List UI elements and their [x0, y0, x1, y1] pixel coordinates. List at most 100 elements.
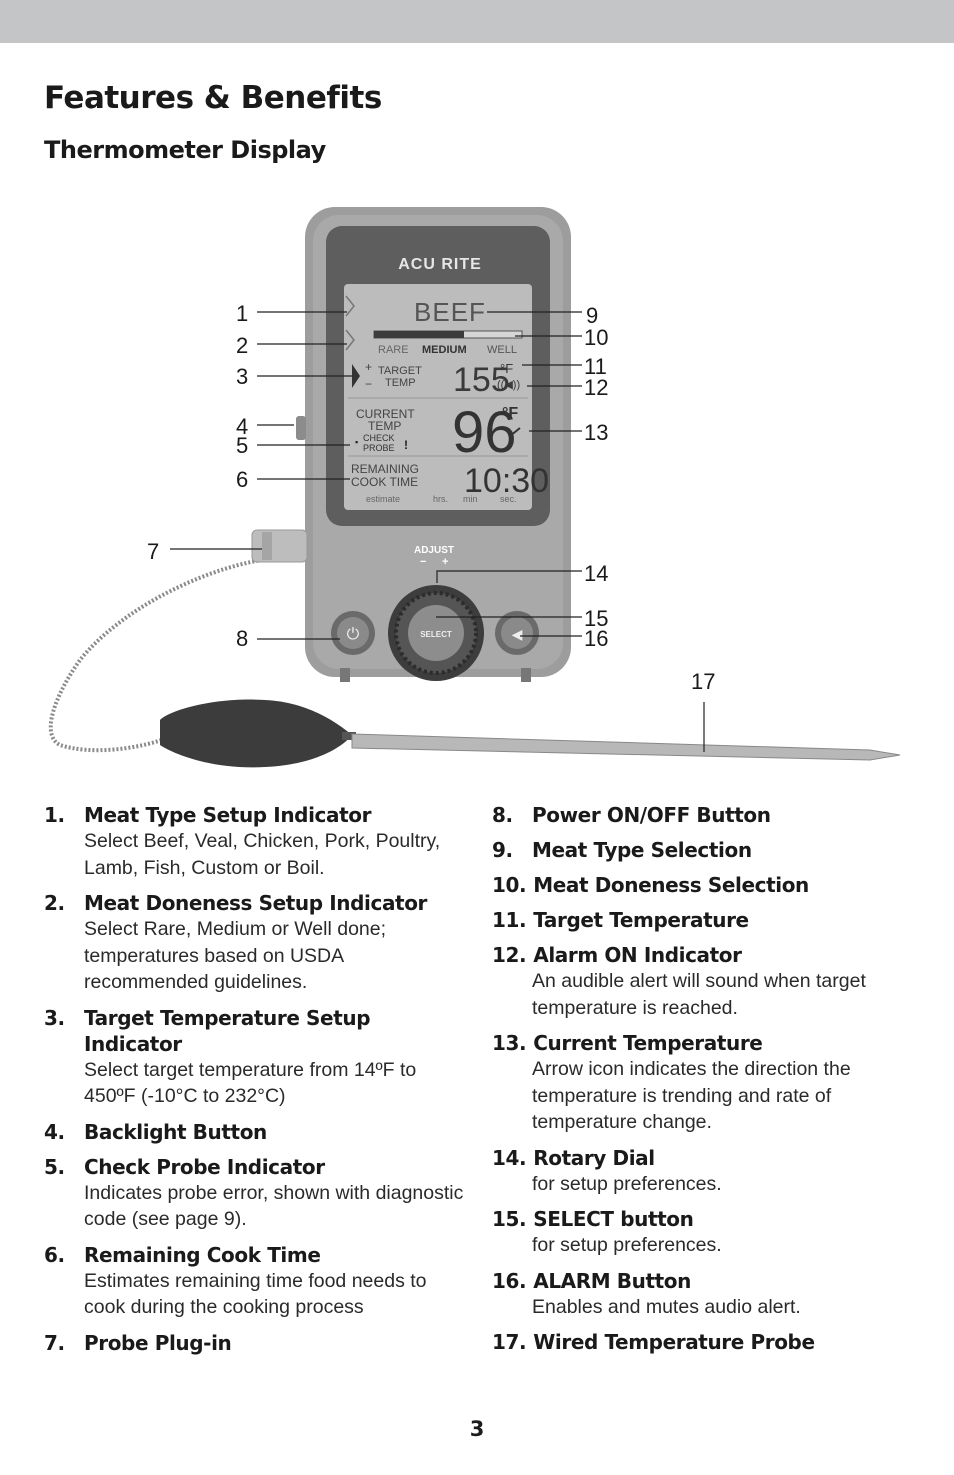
feature-title-text: Check Probe Indicator: [84, 1154, 325, 1179]
feature-title: 12.Alarm ON Indicator: [492, 942, 932, 968]
svg-text:−: −: [420, 556, 426, 568]
lcd-min: min: [463, 494, 478, 504]
lcd-target-label: TARGET: [378, 365, 422, 377]
feature-description: Estimates remaining time food needs to c…: [84, 1269, 427, 1319]
callout-12: 12: [584, 375, 608, 400]
feature-title: 17.Wired Temperature Probe: [492, 1329, 932, 1355]
callout-13: 13: [584, 420, 608, 445]
feature-item: 10.Meat Doneness Selection: [492, 872, 932, 898]
feature-description: for setup preferences.: [532, 1172, 722, 1195]
feature-title-text: Target Temperature Setup Indicator: [84, 1005, 371, 1056]
feature-number: 1.: [44, 803, 65, 827]
feature-title-text: Target Temperature: [533, 908, 749, 932]
lcd-target-unit: °F: [500, 361, 513, 376]
probe-handle: [160, 699, 352, 768]
svg-text:!: !: [404, 438, 408, 452]
feature-title: 8.Power ON/OFF Button: [492, 802, 932, 828]
feature-description: Arrow icon indicates the direction the t…: [532, 1058, 851, 1133]
feature-number: 10.: [492, 873, 527, 897]
lcd-screen: [344, 284, 532, 510]
probe-cable: [48, 558, 263, 753]
feature-number: 13.: [492, 1031, 527, 1055]
callout-9: 9: [586, 303, 598, 328]
svg-text:+: +: [365, 360, 372, 374]
feature-title: 13.Current Temperature: [492, 1030, 932, 1056]
section-title: Thermometer Display: [44, 136, 326, 164]
probe-plug: [251, 529, 308, 563]
feature-title-text: Meat Type Selection: [532, 838, 752, 862]
svg-text:+: +: [442, 556, 448, 568]
feature-title-text: ALARM Button: [533, 1268, 691, 1293]
feature-title: 1. Meat Type Setup Indicator: [44, 802, 464, 828]
feature-title: 6.Remaining Cook Time: [44, 1242, 464, 1268]
feature-number: 7.: [44, 1330, 65, 1355]
callout-2: 2: [236, 333, 248, 358]
feature-title: 7.Probe Plug-in: [44, 1330, 464, 1356]
lcd-target-label-2: TEMP: [385, 377, 416, 389]
feature-title-text: Meat Doneness Selection: [533, 873, 809, 897]
feature-item: 4. Backlight Button: [44, 1119, 464, 1145]
feature-number: 5.: [44, 1154, 65, 1179]
backlight-button: [296, 416, 306, 440]
feature-item: 9. Meat Type Selection: [492, 837, 932, 863]
feature-title-text: Power ON/OFF Button: [532, 803, 771, 827]
feature-description: Indicates probe error, shown with diagno…: [84, 1181, 464, 1231]
feature-number: 4.: [44, 1119, 65, 1144]
lcd-remaining-label-2: COOK TIME: [351, 475, 418, 489]
lcd-well: WELL: [487, 344, 517, 356]
power-icon: ⏻: [347, 626, 360, 643]
lcd-sec: sec.: [500, 494, 517, 504]
feature-number: 15.: [492, 1207, 527, 1231]
lcd-remaining-label: REMAINING: [351, 462, 419, 476]
feature-title-text: Meat Type Setup Indicator: [84, 803, 372, 827]
feature-number: 12.: [492, 943, 527, 967]
callout-14: 14: [584, 561, 608, 586]
callout-8: 8: [236, 626, 248, 651]
lcd-time: 10:30: [464, 462, 549, 500]
adjust-label: ADJUST: [414, 545, 454, 556]
feature-title: 5. Check Probe Indicator: [44, 1154, 464, 1180]
feature-title-text: SELECT button: [533, 1207, 694, 1231]
feature-title-text: Wired Temperature Probe: [533, 1330, 815, 1354]
feature-item: 7.Probe Plug-in: [44, 1330, 464, 1356]
feature-title: 15.SELECT button: [492, 1206, 932, 1232]
feature-title-text: Alarm ON Indicator: [533, 943, 742, 967]
feature-title-text: Backlight Button: [84, 1119, 267, 1144]
callout-6: 6: [236, 467, 248, 492]
lcd-medium: MEDIUM: [422, 344, 467, 356]
feature-description: Select Beef, Veal, Chicken, Pork, Poultr…: [84, 830, 441, 879]
feature-number: 16.: [492, 1268, 527, 1293]
thermometer-figure: ACU RITE BEEF RARE MEDIUM WELL + − TARGE…: [48, 207, 901, 768]
lcd-current-unit: °F: [502, 405, 518, 422]
probe-rod: [351, 733, 901, 761]
callout-15: 15: [584, 606, 608, 631]
lcd-target-temp: 155: [453, 361, 510, 399]
feature-title: 3.Target Temperature Setup Indicator: [44, 1005, 464, 1057]
feature-number: 2.: [44, 891, 65, 915]
lcd-current-label-2: TEMP: [368, 419, 401, 433]
select-label: SELECT: [420, 630, 452, 639]
feature-number: 9.: [492, 838, 513, 862]
doneness-bar-fill: [374, 331, 464, 338]
feature-item: 11.Target Temperature: [492, 907, 932, 933]
feature-title: 4. Backlight Button: [44, 1119, 464, 1145]
lcd-current-temp: 96: [452, 400, 517, 465]
feature-title-text: Current Temperature: [533, 1031, 763, 1055]
feature-description: for setup preferences.: [532, 1234, 722, 1256]
feature-description: An audible alert will sound when target …: [532, 970, 866, 1019]
lcd-hrs: hrs.: [433, 494, 448, 504]
svg-text:−: −: [365, 377, 372, 391]
lcd-check-probe-2: PROBE: [363, 443, 395, 453]
feature-item: 17.Wired Temperature Probe: [492, 1329, 932, 1355]
callout-1: 1: [236, 301, 248, 326]
feature-number: 17.: [492, 1330, 527, 1354]
